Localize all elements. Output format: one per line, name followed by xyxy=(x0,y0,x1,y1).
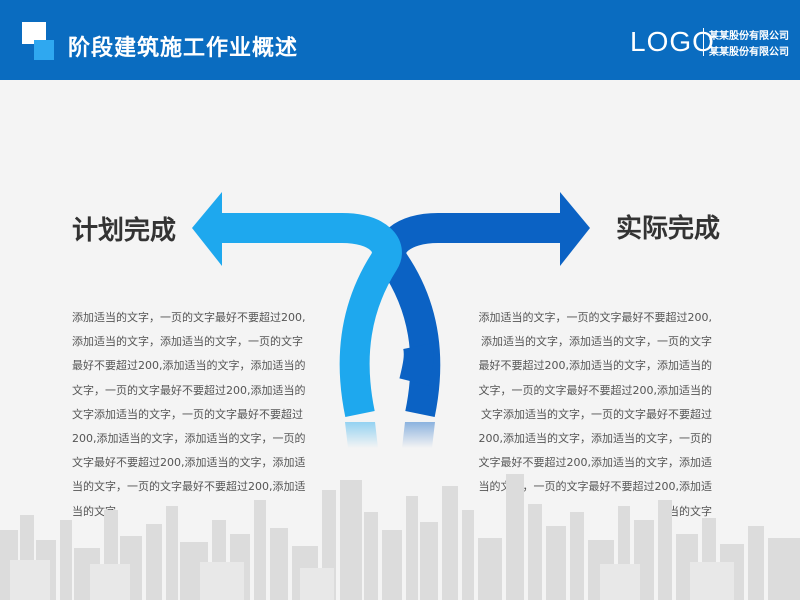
right-strand xyxy=(376,213,560,418)
city-skyline-icon xyxy=(0,474,800,600)
plan-heading: 计划完成 xyxy=(72,216,177,246)
actual-heading: 实际完成 xyxy=(616,214,721,244)
arrow-left-icon xyxy=(192,192,222,266)
logo-divider xyxy=(703,28,704,56)
header-bar: 阶段建筑施工作业概述 LOGO 某某股份有限公司 某某股份有限公司 xyxy=(0,0,800,80)
actual-description: 添加适当的文字，一页的文字最好不要超过200,添加适当的文字，添加适当的文字，一… xyxy=(478,311,713,518)
left-strand xyxy=(222,213,402,418)
page-title: 阶段建筑施工作业概述 xyxy=(68,36,299,61)
company-name-line2: 某某股份有限公司 xyxy=(709,47,789,58)
plan-description: 添加适当的文字，一页的文字最好不要超过200,添加适当的文字，添加适当的文字，一… xyxy=(72,311,306,518)
stacked-squares-icon xyxy=(22,22,56,62)
crossing-arrows-graphic xyxy=(192,192,590,448)
company-name-line1: 某某股份有限公司 xyxy=(709,31,789,42)
logo-text: LOGO xyxy=(630,26,715,57)
arrow-right-icon xyxy=(560,192,590,266)
